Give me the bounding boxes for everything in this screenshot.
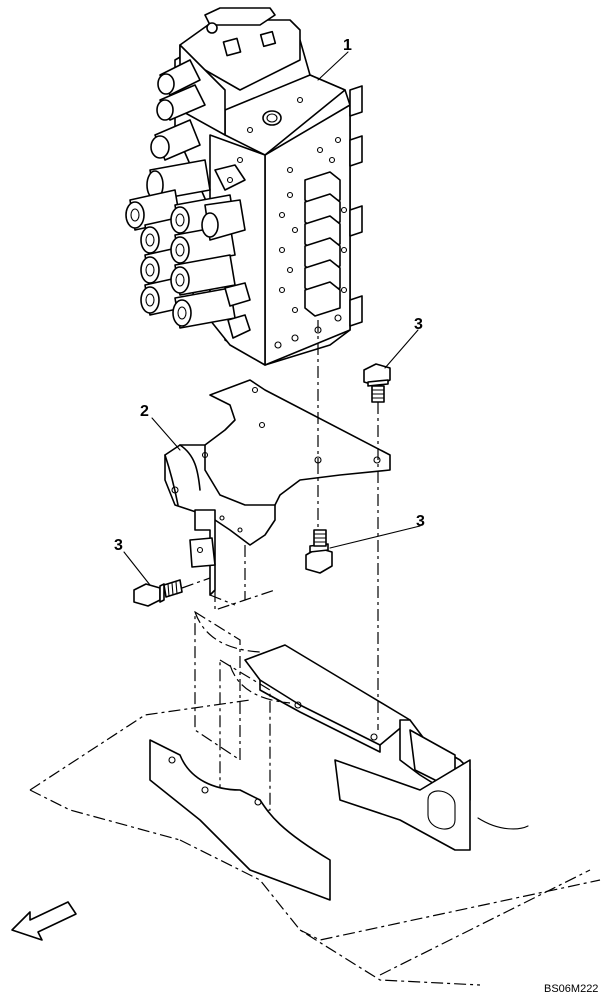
- mounting-bracket: [164, 379, 391, 611]
- callout-3-left: 3: [114, 537, 123, 554]
- front-direction-arrow-icon: [11, 901, 77, 941]
- control-valve-assembly: [125, 7, 363, 366]
- drawing-code: BS06M222: [544, 983, 598, 995]
- callout-1: 1: [343, 37, 352, 54]
- hex-bolt-left: [133, 579, 183, 607]
- hex-bolt-upper-right: [363, 363, 391, 403]
- spool-port-cylinders: [125, 59, 251, 339]
- floor-plate-outline: [29, 699, 601, 986]
- assembly-center-lines: [181, 320, 379, 730]
- frame-support-outline: [149, 610, 471, 901]
- hex-bolt-middle: [305, 529, 333, 574]
- solenoid-stack: [304, 171, 341, 317]
- callout-3-upper: 3: [414, 316, 423, 333]
- callout-leaders: [123, 51, 421, 586]
- callout-2: 2: [140, 403, 149, 420]
- callout-3-middle: 3: [416, 513, 425, 530]
